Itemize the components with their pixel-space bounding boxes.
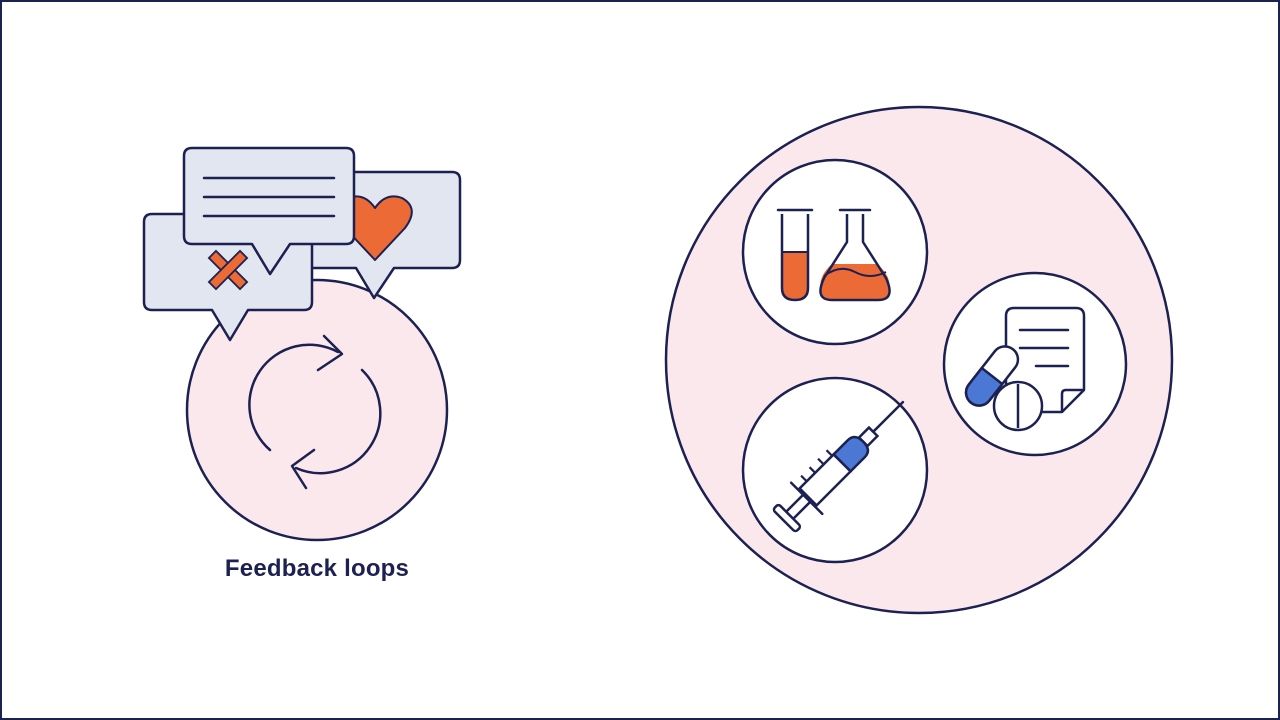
chat-bubble-lines-icon <box>182 146 356 276</box>
lab-glassware-icon <box>741 158 929 346</box>
refresh-cycle-icon <box>185 278 449 542</box>
feedback-loops-caption: Feedback loops <box>224 555 410 582</box>
treatments-group <box>664 105 1174 615</box>
syringe-icon <box>741 376 929 564</box>
prescription-pills-icon <box>942 271 1128 457</box>
feedback-loops-group <box>142 146 462 542</box>
